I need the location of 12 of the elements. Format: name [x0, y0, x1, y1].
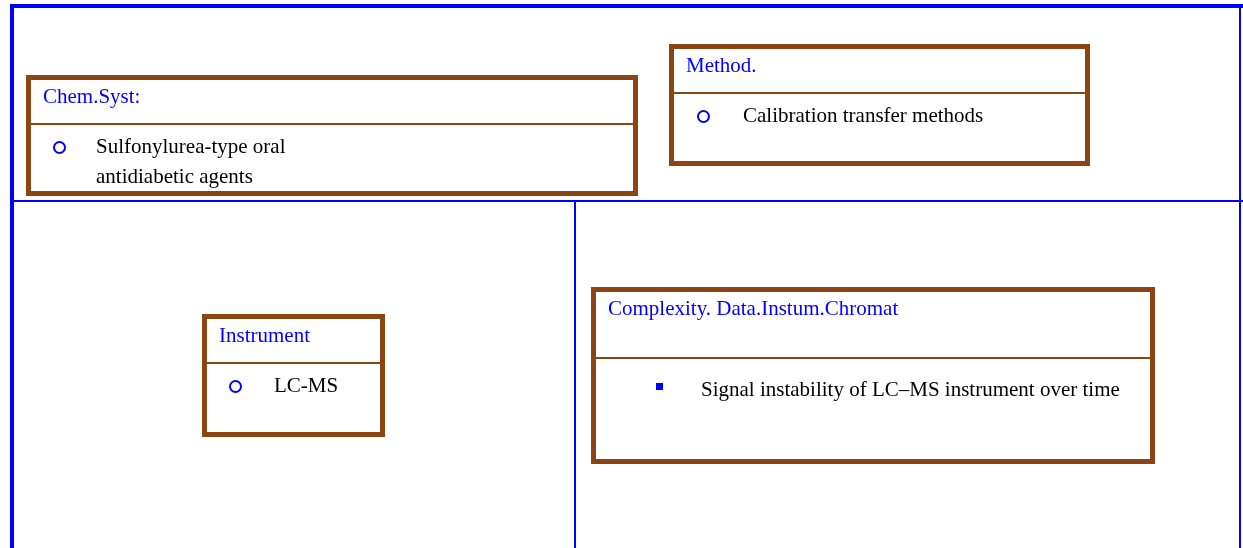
category-box — [26, 75, 638, 196]
box-heading: Complexity. Data.Instum.Chromat — [608, 296, 899, 320]
box-heading: Method. — [686, 53, 757, 77]
bullet-text: Calibration transfer methods — [743, 102, 985, 129]
bullet-text: LC-MS — [274, 372, 340, 399]
bullet-text: Signal instability of LC–MS instrument over time — [701, 376, 1121, 403]
box-heading: Chem.Syst: — [43, 84, 141, 108]
category-box — [202, 314, 385, 437]
category-box — [669, 44, 1090, 166]
box-heading: Instrument — [219, 323, 310, 347]
category-box — [591, 287, 1155, 464]
bullet-text: Sulfonylurea-type oral antidiabetic agents — [96, 133, 287, 190]
